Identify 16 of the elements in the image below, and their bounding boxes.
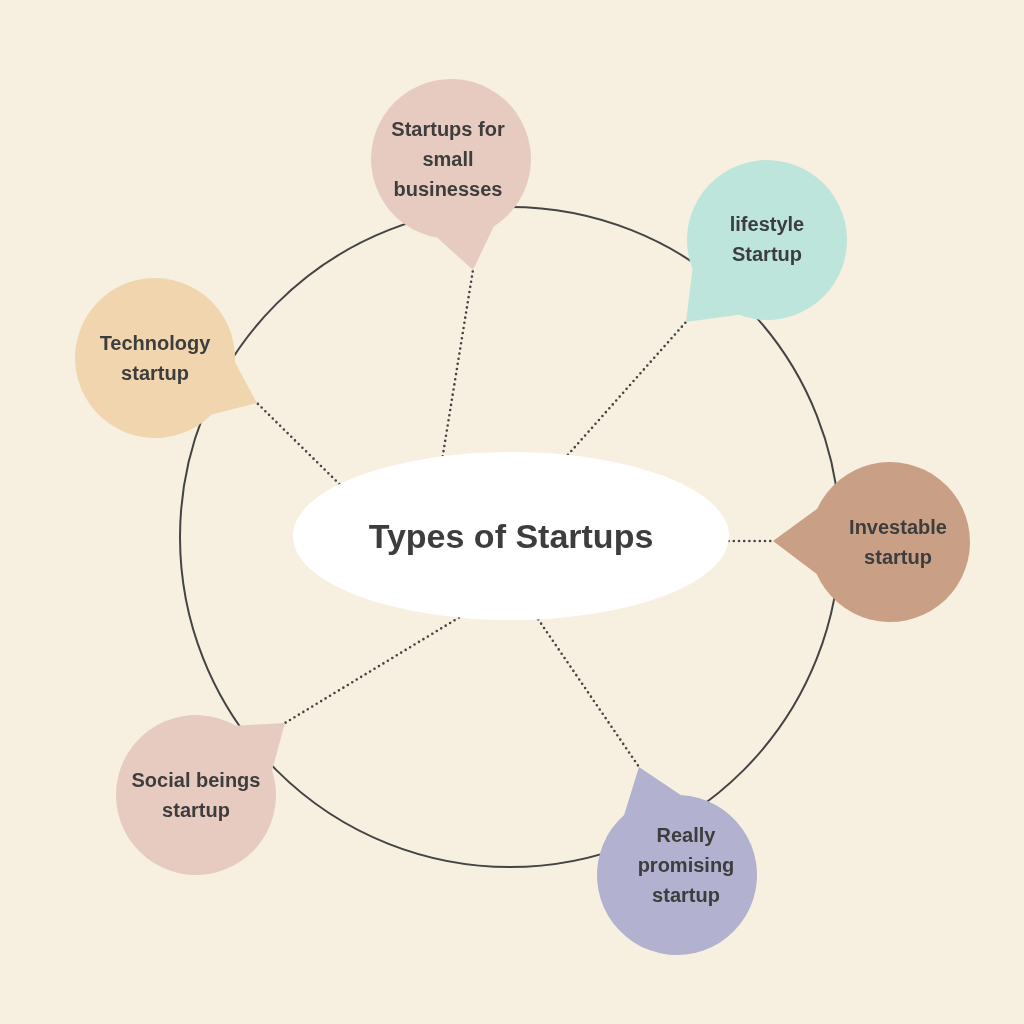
speech-bubble bbox=[773, 462, 970, 622]
bubble-label: Really promising startup bbox=[636, 823, 736, 908]
dotted-connector bbox=[283, 616, 461, 725]
speech-bubble bbox=[686, 160, 847, 322]
speech-bubble bbox=[371, 79, 531, 270]
bubble-label: Technology startup bbox=[98, 331, 212, 386]
bubble-label: Investable startup bbox=[848, 515, 948, 570]
speech-bubble bbox=[597, 767, 757, 955]
dotted-connector bbox=[536, 618, 641, 769]
dotted-connector bbox=[255, 401, 341, 486]
bubble-label: lifestyle Startup bbox=[728, 212, 806, 267]
bubble-label: Startups for small businesses bbox=[390, 117, 506, 202]
title-text: Types of Startups bbox=[368, 515, 654, 557]
bubble-label: Social beings startup bbox=[130, 768, 262, 823]
speech-bubble bbox=[116, 715, 285, 875]
speech-bubble bbox=[75, 278, 257, 438]
